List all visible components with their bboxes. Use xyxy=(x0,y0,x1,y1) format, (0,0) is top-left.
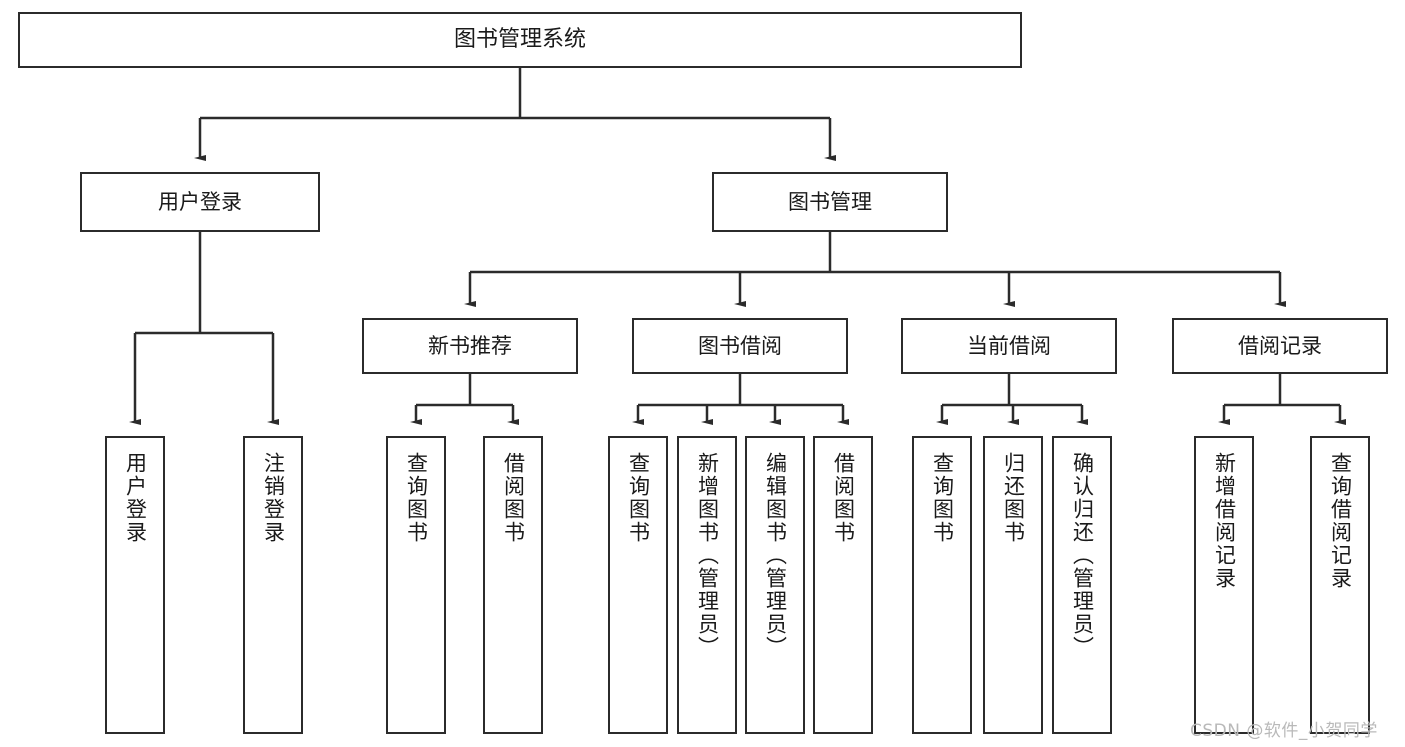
edge-new-book-recommend-to-leaves xyxy=(410,374,519,425)
node-leaf-add-book-admin[interactable]: 新增图书（管理员） xyxy=(677,436,737,734)
node-leaf-confirm-return-admin[interactable]: 确认归还（管理员） xyxy=(1052,436,1112,734)
node-borrow-record[interactable]: 借阅记录 xyxy=(1172,318,1388,374)
node-leaf-edit-book-admin-label: 编辑图书（管理员） xyxy=(763,452,788,659)
node-leaf-borrow-book-1-label: 借阅图书 xyxy=(501,452,526,544)
csdn-watermark: CSDN @软件_小贺同学 xyxy=(1190,721,1378,741)
node-book-manage-label: 图书管理 xyxy=(788,189,872,214)
node-leaf-borrow-book-2[interactable]: 借阅图书 xyxy=(813,436,873,734)
node-leaf-logout[interactable]: 注销登录 xyxy=(243,436,303,734)
node-leaf-logout-label: 注销登录 xyxy=(261,452,286,544)
node-book-manage[interactable]: 图书管理 xyxy=(712,172,948,232)
node-leaf-edit-book-admin[interactable]: 编辑图书（管理员） xyxy=(745,436,805,734)
edge-root-to-level2 xyxy=(194,68,836,161)
node-leaf-return-book-label: 归还图书 xyxy=(1001,452,1026,544)
edge-borrow-record-to-leaves xyxy=(1218,374,1346,425)
node-leaf-query-book-3[interactable]: 查询图书 xyxy=(912,436,972,734)
node-new-book-recommend[interactable]: 新书推荐 xyxy=(362,318,578,374)
edge-user-login-to-leaves xyxy=(129,232,279,425)
edge-current-borrow-to-leaves xyxy=(936,374,1088,425)
node-leaf-return-book[interactable]: 归还图书 xyxy=(983,436,1043,734)
node-root[interactable]: 图书管理系统 xyxy=(18,12,1022,68)
node-leaf-query-book-2[interactable]: 查询图书 xyxy=(608,436,668,734)
edge-book-borrow-to-leaves xyxy=(632,374,849,425)
node-leaf-confirm-return-admin-label: 确认归还（管理员） xyxy=(1070,452,1095,659)
node-leaf-query-record-label: 查询借阅记录 xyxy=(1328,452,1353,590)
node-leaf-add-book-admin-label: 新增图书（管理员） xyxy=(695,452,720,659)
node-leaf-borrow-book-2-label: 借阅图书 xyxy=(831,452,856,544)
node-user-login-label: 用户登录 xyxy=(158,189,242,214)
node-current-borrow-label: 当前借阅 xyxy=(967,333,1051,358)
node-leaf-query-book-2-label: 查询图书 xyxy=(626,452,651,544)
node-leaf-borrow-book-1[interactable]: 借阅图书 xyxy=(483,436,543,734)
node-leaf-add-record[interactable]: 新增借阅记录 xyxy=(1194,436,1254,734)
node-current-borrow[interactable]: 当前借阅 xyxy=(901,318,1117,374)
node-leaf-user-login-label: 用户登录 xyxy=(123,452,148,544)
node-leaf-query-book-3-label: 查询图书 xyxy=(930,452,955,544)
node-leaf-query-record[interactable]: 查询借阅记录 xyxy=(1310,436,1370,734)
node-book-borrow[interactable]: 图书借阅 xyxy=(632,318,848,374)
node-leaf-query-book-1-label: 查询图书 xyxy=(404,452,429,544)
node-borrow-record-label: 借阅记录 xyxy=(1238,333,1322,358)
node-leaf-add-record-label: 新增借阅记录 xyxy=(1212,452,1237,590)
node-root-label: 图书管理系统 xyxy=(453,27,586,53)
node-book-borrow-label: 图书借阅 xyxy=(698,333,782,358)
node-leaf-user-login[interactable]: 用户登录 xyxy=(105,436,165,734)
node-new-book-recommend-label: 新书推荐 xyxy=(428,333,512,358)
node-leaf-query-book-1[interactable]: 查询图书 xyxy=(386,436,446,734)
node-user-login[interactable]: 用户登录 xyxy=(80,172,320,232)
edge-book-manage-to-level3 xyxy=(464,232,1286,307)
